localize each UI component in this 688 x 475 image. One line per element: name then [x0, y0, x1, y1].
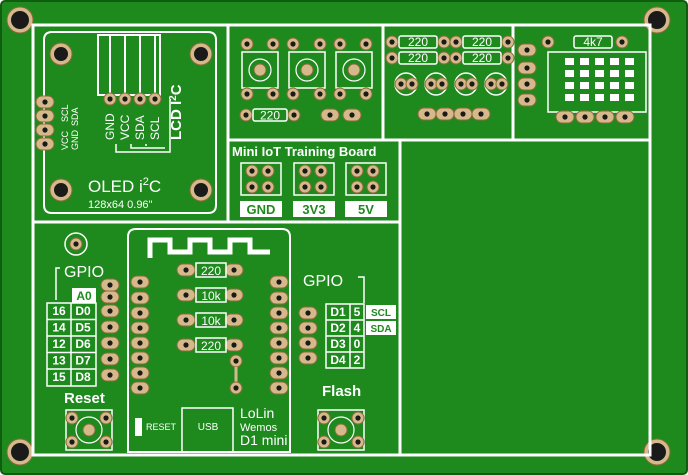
gpio-right-num: 2 — [354, 353, 361, 367]
oled-pin-gnd: GND — [103, 113, 117, 140]
resistor-mid-2: 10k — [176, 287, 244, 303]
gpio-left-title: GPIO — [64, 264, 104, 281]
i2c-side-labels: SCL SDA VCC GND — [60, 104, 80, 150]
gpio-right-bracket — [358, 276, 365, 303]
mounting-hole — [6, 438, 34, 466]
brand-wemos: Wemos — [240, 422, 278, 434]
oled-spec: 128x64 0.96" — [88, 199, 153, 211]
reset-marker — [135, 418, 142, 436]
led — [484, 72, 509, 96]
resistor-mid-1: 220 — [176, 262, 244, 278]
gpio-right-extra-bg — [366, 305, 396, 319]
brand-lolin: LoLin — [240, 405, 274, 421]
mounting-hole — [643, 6, 671, 34]
tactile-switch[interactable] — [335, 51, 373, 89]
svg-text:220: 220 — [201, 339, 221, 353]
oled-bracket — [115, 100, 171, 153]
svg-text:4k7: 4k7 — [583, 35, 603, 49]
gpio-left-pin: D6 — [75, 337, 91, 351]
svg-text:220: 220 — [472, 51, 492, 65]
gpio-left-num: 16 — [52, 304, 66, 318]
flash-button[interactable] — [317, 409, 365, 451]
oled-title: OLED i2C — [88, 176, 161, 196]
resistor-mid-4: 220 — [176, 337, 244, 353]
reset-button[interactable] — [65, 409, 113, 451]
gpio-left-pin: D0 — [75, 304, 91, 318]
side-label-vcc: VCC — [60, 130, 70, 150]
usb-connector: USB — [181, 407, 234, 452]
oled-display-outline — [43, 31, 217, 214]
reset-title: Reset — [64, 390, 105, 407]
oled-pin-scl: SCL — [148, 116, 162, 140]
gpio-right-num: 5 — [354, 305, 361, 319]
power-header-3v3 — [293, 162, 335, 196]
oled-pin-labels: GND VCC SDA SCL — [103, 113, 162, 140]
gpio-right-num: 0 — [354, 337, 361, 351]
gpio-right-extra: SDA — [370, 324, 391, 335]
mounting-hole — [643, 438, 671, 466]
gpio-right-pin: D4 — [330, 353, 346, 367]
flash-title: Flash — [322, 383, 361, 400]
led — [454, 72, 479, 96]
usb-label: USB — [198, 422, 219, 433]
gpio-right-extra-bg — [366, 321, 396, 335]
gpio-left-num: 14 — [52, 321, 66, 335]
gpio-left-pin: D7 — [75, 354, 91, 368]
gpio-right-extra: SCL — [371, 308, 391, 319]
gpio-right-pin: D2 — [330, 321, 346, 335]
pullup-resistor: 4k7 — [541, 35, 629, 49]
tactile-switch[interactable] — [241, 51, 279, 89]
side-label-sda: SDA — [70, 107, 80, 126]
svg-text:220: 220 — [260, 109, 280, 123]
oled-pin-vcc: VCC — [118, 114, 132, 140]
buzzer-footprint — [64, 232, 88, 256]
resistor-bank: 220 220 220 220 — [385, 35, 515, 65]
gpio-left-rows: 16 D0 14 D5 12 D6 13 D7 15 D8 — [47, 304, 96, 384]
gpio-right-num: 4 — [354, 321, 361, 335]
svg-text:220: 220 — [408, 51, 428, 65]
gpio-left-table: A0 — [46, 288, 97, 387]
section-borders — [31, 23, 652, 457]
power-labels: GND 3V3 5V — [240, 201, 387, 217]
jumper-trace — [229, 354, 243, 395]
lcd-label: LCD I2C — [168, 84, 185, 140]
gpio-a0: A0 — [76, 289, 92, 303]
side-label-gnd: GND — [70, 130, 80, 151]
gpio-left-num: 13 — [52, 354, 66, 368]
gpio-left-bracket — [55, 267, 60, 300]
led — [394, 72, 419, 96]
board-title: Mini IoT Training Board — [232, 144, 377, 159]
tactile-switch[interactable] — [288, 51, 326, 89]
gpio-right-pin: D1 — [330, 305, 346, 319]
svg-text:220: 220 — [408, 35, 428, 49]
gpio-right-rows: D1 5 SCL D2 4 SDA D3 0D4 2 — [326, 305, 396, 367]
brand-d1-mini: D1 mini — [240, 432, 287, 448]
gpio-right-title: GPIO — [303, 273, 343, 290]
gpio-left-pin: D5 — [75, 321, 91, 335]
label-gnd: GND — [247, 202, 276, 217]
svg-text:220: 220 — [472, 35, 492, 49]
oled-pin-sda: SDA — [133, 115, 147, 140]
gpio-left-pin: D8 — [75, 370, 91, 384]
dht-sensor-grid — [547, 51, 647, 113]
svg-text:10k: 10k — [201, 289, 221, 303]
svg-text:220: 220 — [201, 264, 221, 278]
led — [424, 72, 449, 96]
module-reset-label: RESET — [146, 422, 177, 432]
power-header-gnd — [240, 162, 282, 196]
gpio-left-num: 15 — [52, 370, 66, 384]
wemos-module — [127, 228, 291, 453]
label-3v3: 3V3 — [302, 202, 325, 217]
gpio-left-num: 12 — [52, 337, 66, 351]
resistor-r-top: 220 — [239, 108, 301, 123]
gpio-right-pin: D3 — [330, 337, 346, 351]
side-label-scl: SCL — [60, 104, 70, 122]
resistor-mid-3: 10k — [176, 312, 244, 328]
power-header-5v — [345, 162, 387, 196]
svg-text:10k: 10k — [201, 314, 221, 328]
label-5v: 5V — [358, 202, 374, 217]
mounting-hole — [6, 6, 34, 34]
